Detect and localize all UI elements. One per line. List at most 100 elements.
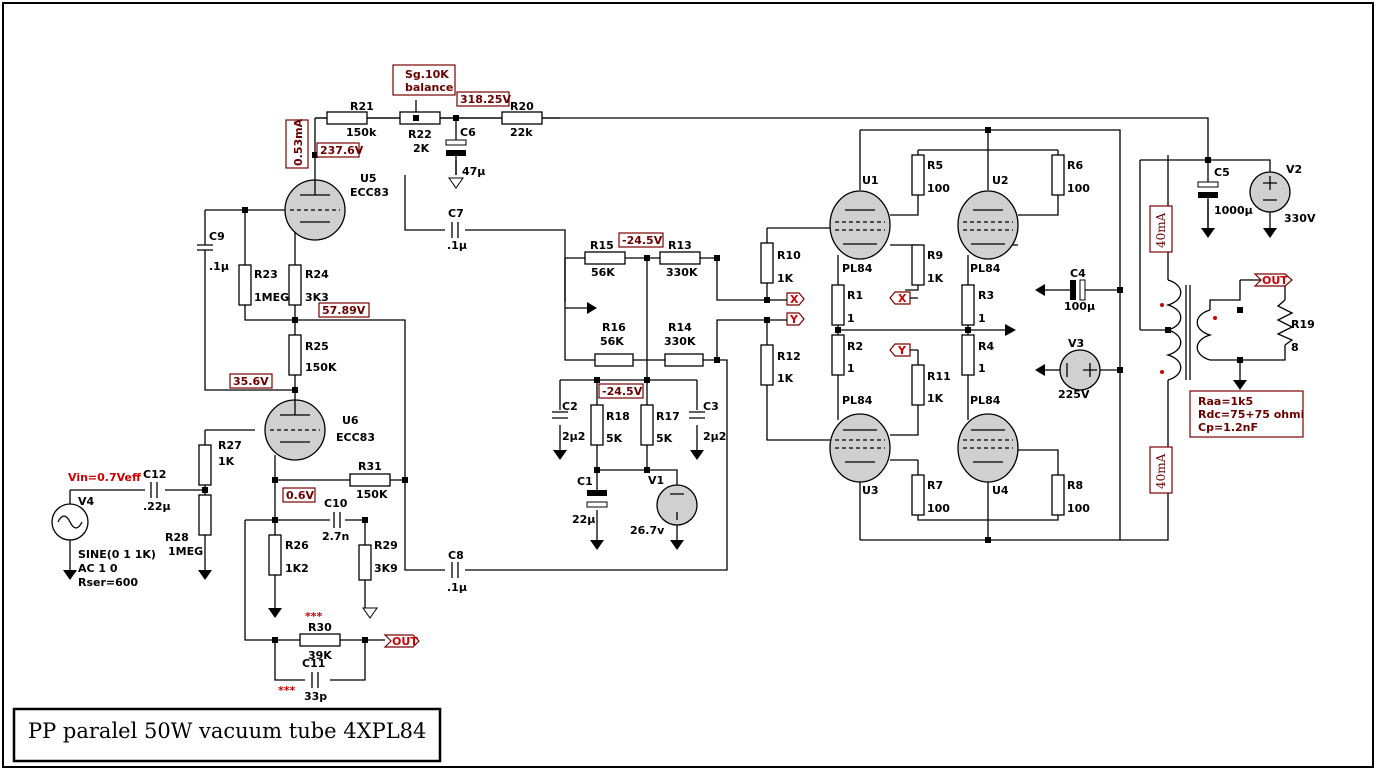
- label-u5-name: U5: [360, 172, 377, 185]
- label-r7-name: R7: [927, 479, 943, 492]
- voltage-318: 318.25V: [460, 93, 511, 106]
- flag-out-1: OUT: [392, 635, 418, 648]
- grounds: [63, 177, 1277, 619]
- label-u2-name: U2: [992, 174, 1009, 187]
- resistor-R31: [349, 473, 391, 487]
- label-c12-name: C12: [143, 468, 166, 481]
- label-r23-value: 1MEG: [254, 291, 289, 304]
- flag-out-2: OUT: [1262, 274, 1288, 287]
- label-r22-value: 2K: [413, 142, 430, 155]
- label-c9-name: C9: [209, 230, 225, 243]
- label-r4-name: R4: [978, 340, 994, 353]
- resistor-R11: [911, 364, 925, 406]
- label-c12-value: .22µ: [143, 500, 171, 513]
- label-c6-value: 47µ: [462, 165, 485, 178]
- label-r7-value: 100: [927, 502, 950, 515]
- resistor-R14: [664, 353, 704, 367]
- resistor-R1: [831, 284, 845, 326]
- stars-r30: ***: [305, 610, 323, 623]
- resistor-R21: [326, 111, 368, 125]
- label-c8-value: .1µ: [447, 581, 467, 594]
- label-r15-value: 56K: [591, 266, 615, 279]
- resistor-R16: [594, 353, 634, 367]
- label-r30-name: R30: [308, 621, 332, 634]
- label-r4-value: 1: [978, 362, 986, 375]
- label-u5-value: ECC83: [350, 186, 389, 199]
- label-r20-value: 22k: [510, 126, 533, 139]
- label-r3-value: 1: [978, 312, 986, 325]
- label-r20-name: R20: [510, 100, 534, 113]
- label-r29-value: 3K9: [374, 562, 398, 575]
- current-053: 0.53mA: [292, 118, 305, 166]
- label-r23-name: R23: [254, 268, 278, 281]
- label-u3-name: U3: [862, 484, 879, 497]
- label-c9-value: .1µ: [209, 260, 229, 273]
- resistor-R4: [961, 334, 975, 376]
- vin-label: Vin=0.7Veff: [68, 471, 141, 484]
- label-r8-name: R8: [1067, 479, 1083, 492]
- flag-x-1: X: [790, 293, 799, 306]
- label-r5-value: 100: [927, 182, 950, 195]
- label-r3-name: R3: [978, 289, 994, 302]
- label-r9-value: 1K: [927, 272, 944, 285]
- label-c1-value: 22µ: [572, 513, 595, 526]
- label-r8-value: 100: [1067, 502, 1090, 515]
- resistor-R20: [501, 111, 543, 125]
- label-r10-value: 1K: [777, 272, 794, 285]
- label-r14-name: R14: [668, 321, 692, 334]
- label-r1-name: R1: [847, 289, 863, 302]
- label-r27-name: R27: [218, 439, 242, 452]
- label-r16-value: 56K: [600, 335, 624, 348]
- label-r12-name: R12: [777, 350, 801, 363]
- resistor-R2: [831, 334, 845, 376]
- label-u3-value: PL84: [842, 394, 873, 407]
- label-c11-value: 33p: [304, 690, 327, 703]
- label-r5-name: R5: [927, 159, 943, 172]
- label-c4-name: C4: [1070, 267, 1086, 280]
- balance-label-2: balance: [405, 81, 453, 94]
- voltage-annotations: 318.25V 237.6V 0.53mA 57.89V 35.6V 0.6V …: [68, 64, 1304, 697]
- label-r14-value: 330K: [664, 335, 696, 348]
- label-r13-name: R13: [668, 239, 692, 252]
- tubes: [264, 175, 1019, 483]
- voltage-5789: 57.89V: [322, 304, 366, 317]
- flag-y-2: Y: [897, 344, 907, 357]
- label-r30-value: 39K: [308, 649, 332, 662]
- current-40ma-top: 40mA: [1154, 212, 1168, 248]
- label-r6-value: 100: [1067, 182, 1090, 195]
- label-c1-name: C1: [577, 475, 593, 488]
- resistor-R29: [358, 544, 372, 581]
- resistor-R23: [238, 264, 252, 306]
- sources: [51, 171, 1291, 541]
- label-r31-value: 150K: [356, 488, 388, 501]
- label-v2-name: V2: [1286, 163, 1302, 176]
- label-c8-name: C8: [448, 549, 464, 562]
- label-r12-value: 1K: [777, 372, 794, 385]
- label-r28-name: R28: [165, 531, 189, 544]
- label-c5-value: 1000µ: [1214, 204, 1253, 217]
- label-r22-name: R22: [408, 128, 432, 141]
- resistor-R12: [760, 344, 774, 386]
- voltage-356: 35.6V: [233, 375, 269, 388]
- label-r17-name: R17: [656, 410, 680, 423]
- label-u1-value: PL84: [842, 262, 873, 275]
- label-r2-name: R2: [847, 340, 863, 353]
- label-c3-value: 2µ2: [703, 430, 726, 443]
- resistor-R3: [961, 284, 975, 326]
- label-c7-name: C7: [448, 207, 464, 220]
- resistor-R25: [288, 334, 302, 376]
- label-r26-name: R26: [285, 539, 309, 552]
- resistor-R17: [640, 404, 654, 446]
- label-v1-name: V1: [648, 474, 664, 487]
- flag-y-1: Y: [789, 313, 799, 326]
- label-r13-value: 330K: [666, 266, 698, 279]
- resistor-R7: [911, 474, 925, 516]
- label-r21-value: 150k: [346, 126, 377, 139]
- label-c10-value: 2.7n: [322, 530, 349, 543]
- label-c11-name: C11: [302, 657, 325, 670]
- resistor-R6: [1051, 154, 1065, 196]
- label-r1-value: 1: [847, 312, 855, 325]
- resistor-R15: [584, 251, 626, 265]
